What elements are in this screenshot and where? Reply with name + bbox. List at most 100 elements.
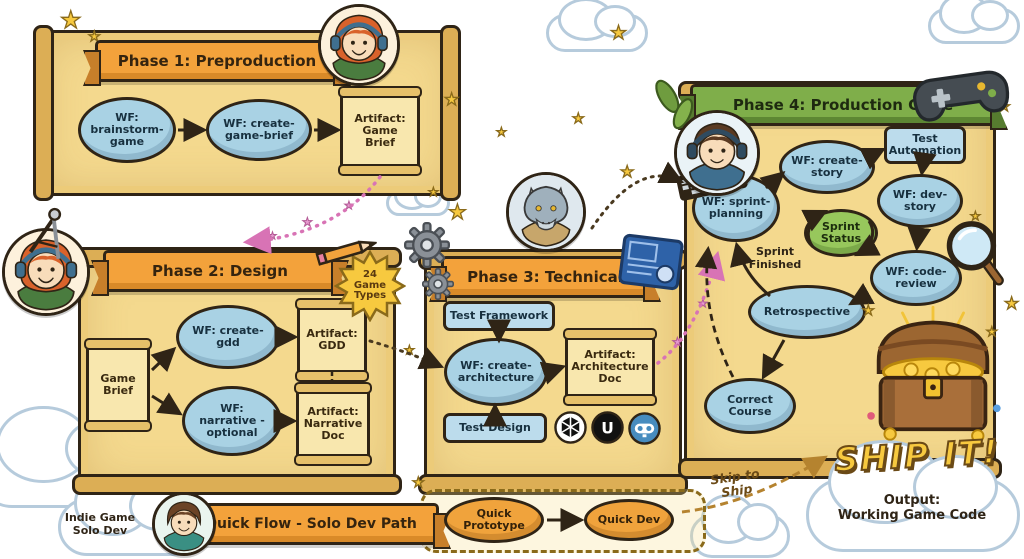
sparkle-icon: ★ xyxy=(302,215,314,229)
cloud xyxy=(928,0,1020,44)
svg-text:U: U xyxy=(601,419,614,437)
node-label: WF: sprint-planning xyxy=(701,194,771,220)
sparkle-icon: ★ xyxy=(344,199,355,212)
node-label: Quick Dev xyxy=(597,512,661,526)
phase2-banner: Phase 2: Design xyxy=(103,250,337,292)
node-label: Artifact: Game Brief xyxy=(354,111,406,150)
phase3-title: Phase 3: Technical xyxy=(467,268,623,286)
node-game-brief-input: Game Brief xyxy=(84,338,152,432)
star-icon: ★ xyxy=(861,303,875,319)
star-icon: ★ xyxy=(443,90,460,110)
node-label: WF: create-game-brief xyxy=(223,116,295,142)
node-quick-prototype: Quick Prototype xyxy=(444,497,544,543)
dragon-avatar xyxy=(506,172,586,252)
developer-avatar xyxy=(674,110,760,196)
star-icon: ★ xyxy=(495,125,507,139)
node-wf-create-game-brief: WF: create-game-brief xyxy=(206,99,312,161)
node-test-framework: Test Framework xyxy=(443,301,555,331)
star-icon: ★ xyxy=(609,22,628,44)
node-label: Artifact: GDD xyxy=(306,326,358,352)
star-icon: ★ xyxy=(571,111,585,127)
quick-flow-banner: Quick Flow - Solo Dev Path xyxy=(183,503,439,545)
star-icon: ★ xyxy=(59,6,82,34)
node-wf-narrative-optional: WF: narrative - optional xyxy=(182,386,282,456)
node-label: WF: brainstorm-game xyxy=(90,110,164,149)
node-label: Sprint Status xyxy=(820,219,862,245)
node-label: Test Framework xyxy=(449,308,549,322)
node-correct-course: Correct Course xyxy=(704,378,796,434)
node-label: Retrospective xyxy=(763,304,851,318)
cloud xyxy=(806,440,1020,552)
node-artifact-architecture-doc: Artifact: Architecture Doc xyxy=(563,328,657,406)
node-label: Artifact: Narrative Doc xyxy=(303,404,363,443)
node-label: Artifact: Architecture Doc xyxy=(571,347,649,386)
phase1-title: Phase 1: Preproduction xyxy=(117,52,317,70)
node-wf-brainstorm-game: WF: brainstorm-game xyxy=(78,97,176,163)
star-icon: ★ xyxy=(969,209,981,223)
magnifier-icon xyxy=(944,216,1008,292)
phase4-title: Phase 4: Production Cycle xyxy=(732,96,954,114)
node-label: Quick Prototype xyxy=(463,506,525,532)
unreal-logo: U xyxy=(591,411,624,444)
node-sprint-status: Sprint Status xyxy=(804,209,878,257)
sprint-finished-label: Sprint Finished xyxy=(748,245,802,271)
output-label: Output: Working Game Code xyxy=(822,493,1002,524)
node-wf-create-gdd: WF: create-gdd xyxy=(176,305,280,369)
node-wf-create-architecture: WF: create-architecture xyxy=(444,338,548,406)
output-line1: Output: xyxy=(883,493,941,508)
phase3-banner: Phase 3: Technical xyxy=(441,256,649,298)
star-icon: ★ xyxy=(427,185,439,199)
cloud xyxy=(546,0,648,52)
node-label: WF: dev-story xyxy=(892,187,948,213)
star-icon: ★ xyxy=(411,475,425,491)
blueprint-icon xyxy=(617,232,685,291)
phase1-banner: Phase 1: Preproduction xyxy=(95,40,339,82)
sparkle-icon: ★ xyxy=(672,335,684,349)
star-icon: ★ xyxy=(447,200,467,224)
phase2-title: Phase 2: Design xyxy=(152,262,288,280)
node-retrospective: Retrospective xyxy=(748,285,866,339)
node-test-design: Test Design xyxy=(443,413,547,443)
solo-dev-label: Indie Game Solo Dev xyxy=(64,511,136,537)
scroll-roll xyxy=(33,25,54,201)
star-icon: ★ xyxy=(985,325,998,340)
designer-avatar-2 xyxy=(2,228,90,316)
solo-dev-avatar xyxy=(152,492,216,556)
node-wf-dev-story: WF: dev-story xyxy=(877,174,963,228)
star-icon: ★ xyxy=(619,162,635,181)
node-test-automation: Test Automation xyxy=(884,126,966,164)
node-wf-code-review: WF: code-review xyxy=(870,250,962,306)
star-icon: ★ xyxy=(1003,294,1020,314)
node-label: WF: create-architecture xyxy=(457,358,535,384)
node-wf-create-story: WF: create-story xyxy=(779,140,875,194)
sparkle-icon: ★ xyxy=(268,231,278,242)
quick-flow-title: Quick Flow - Solo Dev Path xyxy=(205,516,417,532)
node-label: WF: narrative - optional xyxy=(199,401,265,440)
node-label: Game Brief xyxy=(100,371,136,397)
gear-icon xyxy=(422,268,454,300)
node-label: Test Automation xyxy=(888,131,962,157)
output-line2: Working Game Code xyxy=(837,507,987,523)
scroll-roll xyxy=(72,474,402,495)
game-types-badge-label: 24 Game Types xyxy=(353,269,387,301)
game-controller-icon xyxy=(908,59,1013,130)
node-quick-dev: Quick Dev xyxy=(584,499,674,541)
compass-icon xyxy=(20,201,80,265)
node-label: Correct Course xyxy=(727,392,773,418)
treasure-chest-icon xyxy=(852,300,1014,446)
node-artifact-game-brief: Artifact: Game Brief xyxy=(338,86,422,176)
gear-icon xyxy=(404,222,450,268)
scroll-roll xyxy=(440,25,461,201)
sparkle-icon: ★ xyxy=(698,297,709,310)
game-types-badge xyxy=(334,250,406,322)
node-label: Test Design xyxy=(459,420,531,434)
godot-logo xyxy=(628,412,661,445)
node-label: WF: code-review xyxy=(885,264,947,290)
node-label: WF: create-gdd xyxy=(192,323,264,349)
unity-logo xyxy=(554,411,587,444)
leaves-icon xyxy=(650,74,702,136)
node-artifact-narrative-doc: Artifact: Narrative Doc xyxy=(294,382,372,466)
node-label: WF: create-story xyxy=(791,153,863,179)
star-icon: ★ xyxy=(403,343,415,357)
